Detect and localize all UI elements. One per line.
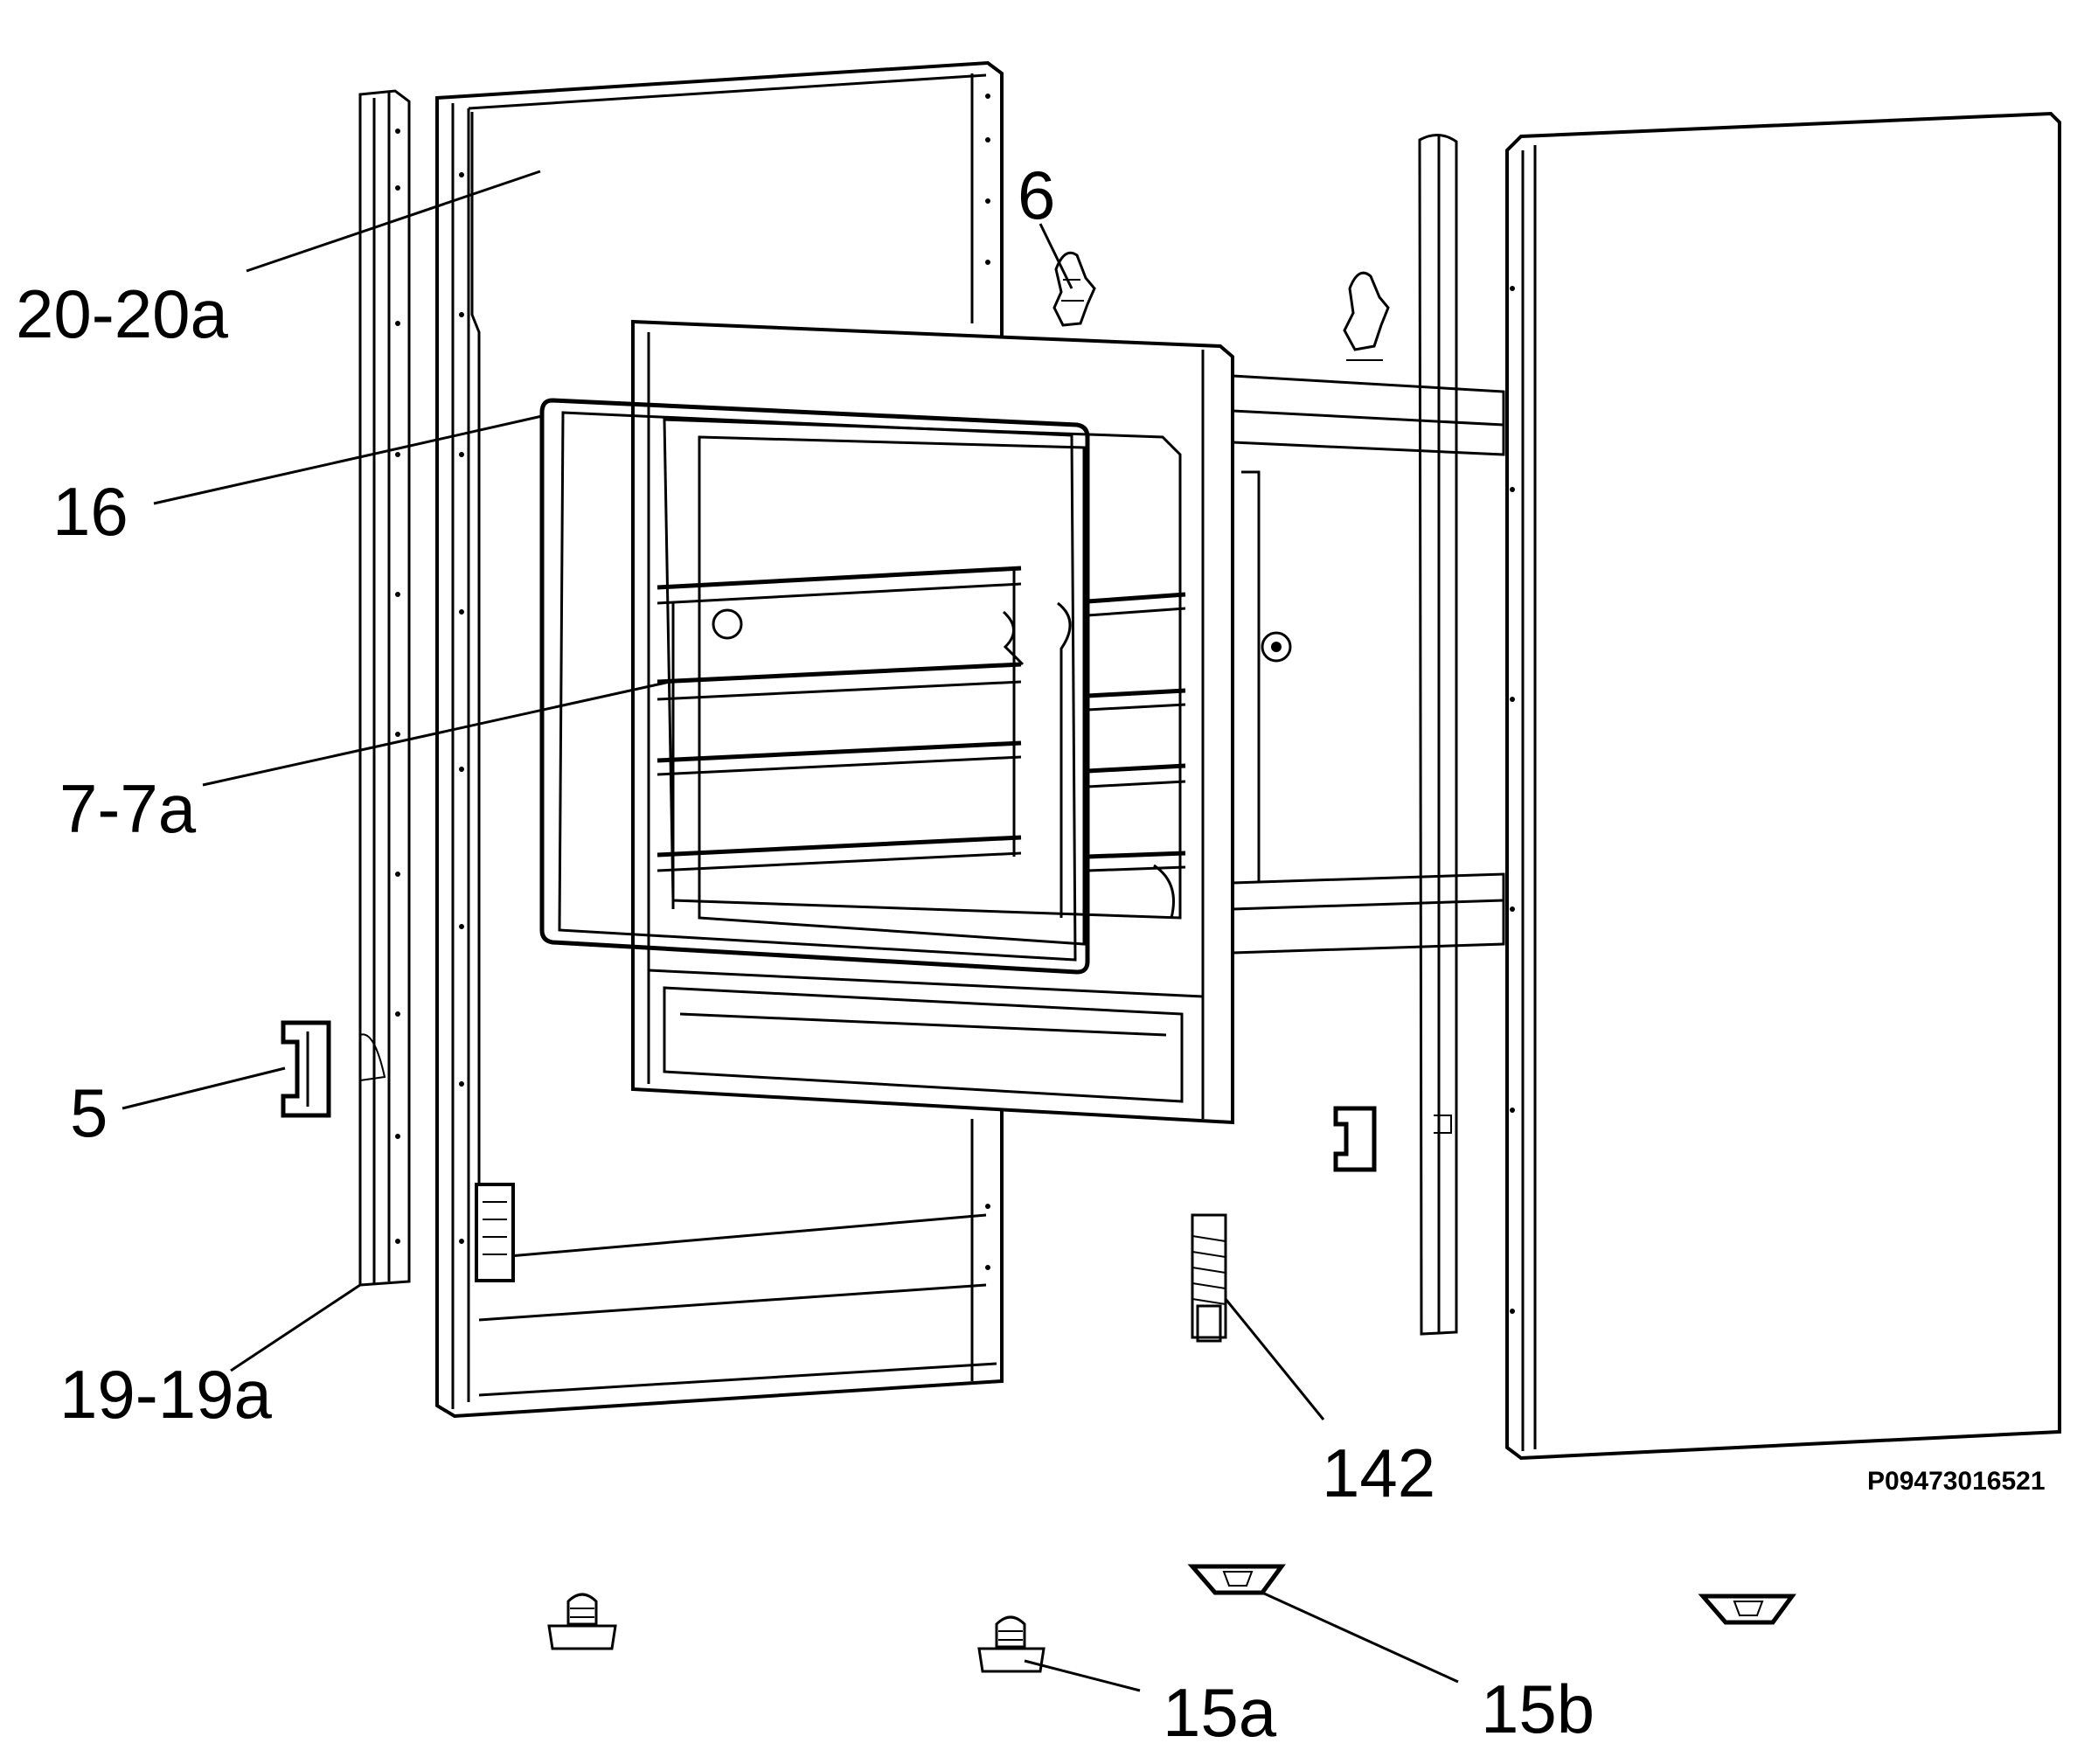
label-15a: 15a (1163, 1674, 1277, 1751)
label-16: 16 (52, 473, 129, 550)
label-5: 5 (70, 1074, 108, 1151)
adjustable-foot-left (547, 1593, 617, 1650)
side-strip-left (358, 89, 411, 1287)
clip-right (1333, 1106, 1377, 1172)
hinge-spring-142 (1191, 1213, 1227, 1343)
label-20-20a: 20-20a (16, 275, 228, 352)
hinge-bracket-right (1343, 271, 1390, 361)
leader-lines (122, 170, 1459, 1692)
adjustable-foot-15a (977, 1615, 1046, 1673)
connector-rails (1232, 374, 1505, 955)
side-strip-right (1418, 134, 1458, 1336)
drawing-code: P09473016521 (1867, 1467, 2046, 1496)
shelf-guides (656, 418, 1186, 946)
foot-cap-15b (1187, 1564, 1286, 1595)
side-panel-right (1505, 111, 2061, 1461)
label-19-19a: 19-19a (59, 1356, 272, 1433)
label-142: 142 (1322, 1434, 1435, 1511)
foot-cap-right (1698, 1594, 1796, 1625)
oven-cavity-frame (631, 319, 1234, 1125)
label-6: 6 (1018, 156, 1055, 233)
hinge-bracket-6 (1052, 251, 1096, 327)
label-7-7a: 7-7a (59, 770, 197, 847)
label-15b: 15b (1481, 1670, 1594, 1747)
clip-5 (281, 1020, 331, 1118)
